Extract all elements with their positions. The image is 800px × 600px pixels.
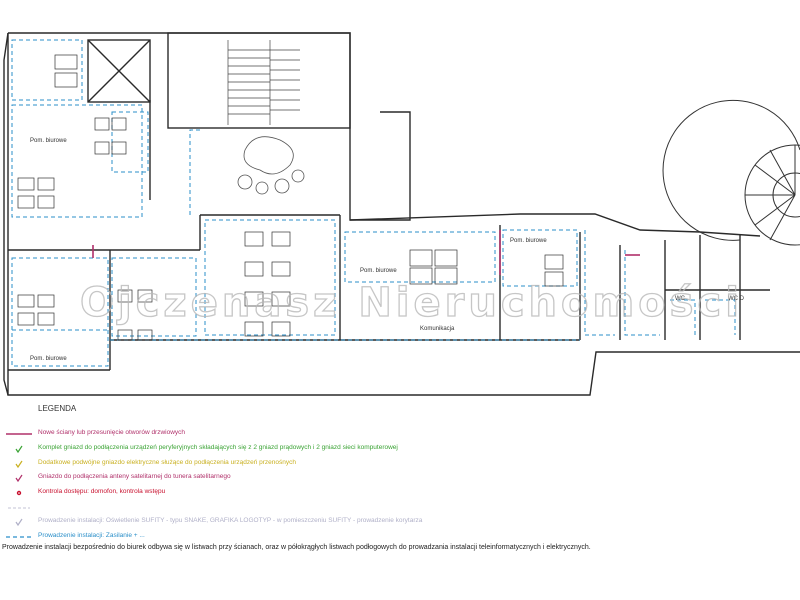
legend-item-socket-set: Komplet gniazd do podłączenia urządzeń p… bbox=[0, 443, 800, 455]
room-label: WC bbox=[675, 296, 686, 302]
legend-item-text: Gniazdo do podłączenia anteny satelitarn… bbox=[38, 473, 231, 480]
legend-item-text: Kontrola dostępu: domofon, kontrola wstę… bbox=[38, 488, 166, 495]
room-label: Pom. biurowe bbox=[30, 138, 67, 144]
legend-title: LEGENDA bbox=[38, 404, 77, 413]
yellow-check-icon bbox=[15, 460, 23, 469]
watermark: Ojczenasz Nieruchomości bbox=[80, 280, 743, 326]
legend-item-lighting: Prowadzenie instalacji: Oświetlenie SUFI… bbox=[0, 516, 800, 528]
walls bbox=[3, 32, 800, 396]
legend-footnote: Prowadzenie instalacji bezpośrednio do b… bbox=[2, 544, 591, 551]
faint-dash-icon bbox=[8, 507, 30, 509]
legend-item-text: Dodatkowe podwójne gniazdo elektryczne s… bbox=[38, 459, 296, 466]
legend-item-faint bbox=[0, 502, 800, 514]
desk-clusters bbox=[17, 54, 564, 341]
floor-plan: Pom. biurowe Pom. biurowe Pom. biurowe P… bbox=[3, 32, 800, 396]
legend-item-text: Prowadzenie instalacji: Zasilanie + ... bbox=[38, 532, 145, 539]
room-label: Pom. biurowe bbox=[360, 268, 397, 274]
staircase bbox=[227, 40, 300, 125]
spiral-staircase bbox=[662, 99, 800, 246]
legend-item-extra-socket: Dodatkowe podwójne gniazdo elektryczne s… bbox=[0, 458, 800, 470]
magenta-line-icon bbox=[6, 433, 32, 435]
legend-item-power-route: Prowadzenie instalacji: Zasilanie + ... bbox=[0, 531, 800, 543]
reception-desk bbox=[237, 136, 305, 195]
green-check-icon bbox=[15, 445, 23, 454]
legend-item-text: Prowadzenie instalacji: Oświetlenie SUFI… bbox=[38, 517, 423, 524]
legend-item-access-control: Kontrola dostępu: domofon, kontrola wstę… bbox=[0, 487, 800, 499]
magenta-check-icon bbox=[15, 474, 23, 483]
legend-item-text: Komplet gniazd do podłączenia urządzeń p… bbox=[38, 444, 398, 451]
blue-dash-icon bbox=[6, 536, 32, 538]
new-walls bbox=[92, 230, 640, 275]
faint-check-icon bbox=[15, 518, 23, 527]
room-label: Komunikacja bbox=[420, 326, 455, 332]
legend: LEGENDA Nowe ściany lub przesunięcie otw… bbox=[0, 400, 800, 600]
room-label: WC D bbox=[728, 296, 745, 302]
legend-item-new-walls: Nowe ściany lub przesunięcie otworów drz… bbox=[0, 428, 800, 440]
red-dot-icon bbox=[16, 490, 22, 496]
room-label: Pom. biurowe bbox=[510, 238, 547, 244]
legend-item-satellite: Gniazdo do podłączenia anteny satelitarn… bbox=[0, 472, 800, 484]
room-label: Pom. biurowe bbox=[30, 356, 67, 362]
legend-item-text: Nowe ściany lub przesunięcie otworów drz… bbox=[38, 429, 186, 436]
